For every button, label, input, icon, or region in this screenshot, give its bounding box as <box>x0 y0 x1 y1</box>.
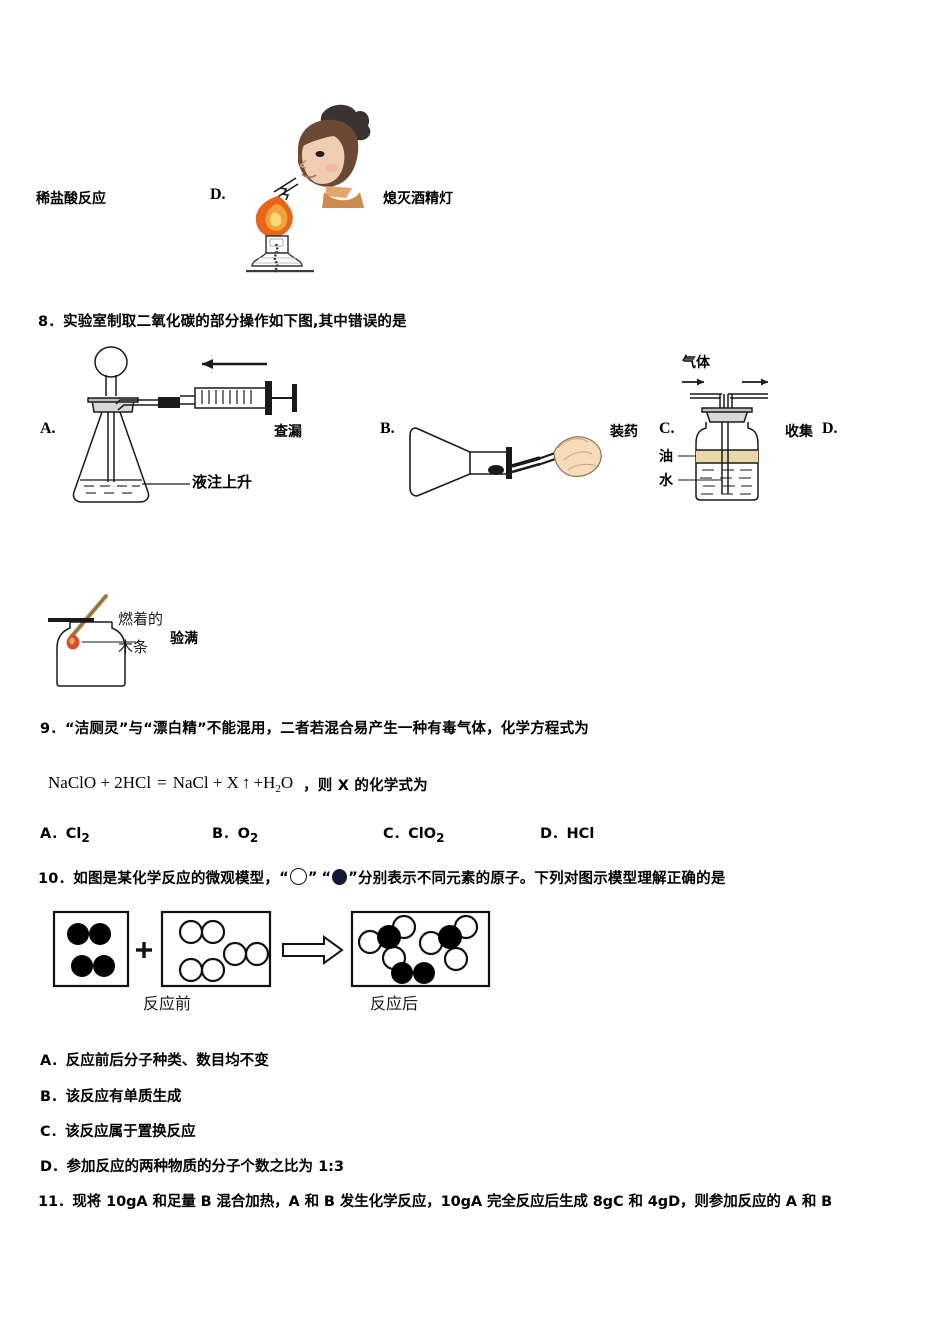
q9-option-d-formula: HCl <box>566 826 595 842</box>
q9-option-a-formula: Cl <box>65 826 82 842</box>
question-10-stem-row: 10．如图是某化学反应的微观模型， “ ” “ ” 分别表示不同元素的原子。下列… <box>38 867 726 888</box>
q8-option-d-inner-label-line1: 燃着的 <box>118 610 164 628</box>
person-blowing-out-alcohol-lamp-figure <box>240 92 390 273</box>
q9-option-d-letter: D． <box>540 826 567 842</box>
q9-option-a-letter: A． <box>40 826 66 842</box>
q8-option-a-caption: 查漏 <box>274 424 302 440</box>
question-9-equation-row: NaClO + 2HCl = NaCl + X ↑ +H 2 O ，则 X 的化… <box>48 772 428 795</box>
q9-equation-rhs-b: +H <box>253 773 276 792</box>
q9-option-b-letter: B． <box>212 826 238 842</box>
top-fragment-option-letter: D. <box>210 186 226 203</box>
q9-equation-rhs-a: NaCl + X <box>172 773 239 792</box>
q9-option-b: B．O2 <box>212 822 258 845</box>
q10-option-b-letter: B． <box>40 1089 66 1105</box>
q9-equation-lhs: NaClO + 2HCl <box>48 773 152 792</box>
q10-option-c: C．该反应属于置换反应 <box>40 1120 196 1141</box>
before-box-1 <box>52 910 130 988</box>
q9-option-c-sub: 2 <box>436 830 445 845</box>
q9-equation-arrow-up: ↑ <box>241 773 251 792</box>
open-circle-atom-icon <box>289 868 307 885</box>
q8-option-a-letter: A. <box>40 420 56 437</box>
q9-option-a-sub: 2 <box>81 830 90 845</box>
top-fragment-right-label: 熄灭酒精灯 <box>383 191 453 207</box>
question-9-stem: 9．“洁厕灵”与“漂白精”不能混用，二者若混合易产生一种有毒气体，化学方程式为 <box>40 721 590 737</box>
q10-quote-close-2: ” <box>348 869 359 886</box>
bottle-with-burning-wood-splint-figure <box>46 590 176 690</box>
q10-quote-open-2: “ <box>321 869 332 886</box>
q8-option-c-water-label: 水 <box>659 473 673 489</box>
before-reaction-label: 反应前 <box>143 994 192 1013</box>
q8-option-b-letter: B. <box>380 420 395 437</box>
q10-option-d-letter: D． <box>40 1159 67 1175</box>
q10-option-d: D．参加反应的两种物质的分子个数之比为 1:3 <box>40 1155 344 1176</box>
q10-option-c-text: 该反应属于置换反应 <box>65 1124 196 1140</box>
q10-option-c-letter: C． <box>40 1124 66 1140</box>
q9-equation-rhs-c: O <box>280 773 294 792</box>
q8-option-a-inner-label: 液注上升 <box>192 473 253 491</box>
q10-option-a: A．反应前后分子种类、数目均不变 <box>40 1049 269 1070</box>
question-8-stem: 8．实验室制取二氧化碳的部分操作如下图,其中错误的是 <box>38 314 407 330</box>
q9-option-a: A．Cl2 <box>40 822 90 845</box>
top-fragment-left-label: 稀盐酸反应 <box>36 191 106 207</box>
q9-equation-subscript-2: 2 <box>275 783 281 795</box>
q8-option-c-gas-label: 气体 <box>682 355 710 371</box>
q9-option-c-letter: C． <box>383 826 409 842</box>
filled-circle-atom-icon <box>332 868 348 885</box>
q9-option-d: D．HCl <box>540 822 594 845</box>
q10-stem-part1: 10．如图是某化学反应的微观模型， <box>38 871 280 887</box>
microscopic-reaction-model-diagram <box>52 910 492 990</box>
q10-option-a-letter: A． <box>40 1053 66 1069</box>
q8-option-c-oil-label: 油 <box>659 449 673 465</box>
q10-quote-close-1: ” <box>307 869 318 886</box>
q9-option-c-formula: ClO <box>408 826 437 842</box>
q9-equation-tail: ，则 X 的化学式为 <box>303 778 428 794</box>
q8-option-c-letter: C. <box>659 420 675 437</box>
after-reaction-label: 反应后 <box>370 994 419 1013</box>
conical-flask-with-tweezers-figure <box>408 390 618 505</box>
q10-option-d-text: 参加反应的两种物质的分子个数之比为 1:3 <box>66 1159 345 1175</box>
question-11-stem: 11．现将 10gA 和足量 B 混合加热，A 和 B 发生化学反应，10gA … <box>38 1194 833 1210</box>
q8-option-b-caption: 装药 <box>610 424 638 440</box>
q9-equation-equals: = <box>157 773 167 792</box>
q10-option-a-text: 反应前后分子种类、数目均不变 <box>65 1053 269 1069</box>
q9-option-b-sub: 2 <box>249 830 259 845</box>
q10-stem-part2: 分别表示不同元素的原子。下列对图示模型理解正确的是 <box>358 871 726 887</box>
q8-option-d-letter: D. <box>822 420 838 437</box>
q10-quote-open-1: “ <box>279 869 289 886</box>
q10-option-b-text: 该反应有单质生成 <box>65 1089 182 1105</box>
gas-collection-bottle-oil-water-figure <box>676 370 796 502</box>
q9-option-b-formula: O <box>237 826 250 842</box>
q8-option-d-inner-label-line2: 木条 <box>118 638 149 656</box>
q8-option-d-caption: 验满 <box>170 631 198 647</box>
flask-with-syringe-leak-test-figure <box>62 342 342 507</box>
q8-option-c-caption: 收集 <box>785 424 813 440</box>
q10-option-b: B．该反应有单质生成 <box>40 1085 182 1106</box>
q9-option-c: C．ClO2 <box>383 822 445 845</box>
